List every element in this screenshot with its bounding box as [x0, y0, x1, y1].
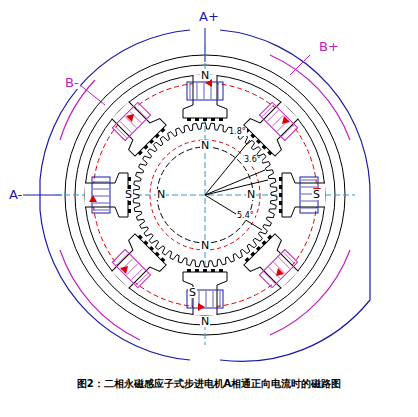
angle-label: 5.4°	[236, 212, 255, 220]
angle-label: 1.8°	[228, 128, 247, 136]
angle-label: 3.6°	[243, 156, 262, 164]
pole-label: S	[312, 189, 321, 200]
pole-label: N	[156, 189, 166, 200]
phase-label: B-	[64, 76, 80, 89]
caption: 图2：二相永磁感应子式步进电机A相通正向电流时的磁路图	[76, 379, 343, 389]
pole-label: N	[200, 70, 210, 81]
pole-label: N	[200, 240, 210, 251]
pole-label: S	[124, 189, 133, 200]
phase-label: B+	[318, 40, 340, 53]
pole-label: N	[246, 189, 256, 200]
pole-label: N	[200, 140, 210, 151]
pole-label: S	[188, 287, 197, 298]
phase-label: A-	[8, 188, 23, 201]
pole-label: N	[200, 316, 210, 327]
phase-label: A+	[198, 10, 220, 23]
